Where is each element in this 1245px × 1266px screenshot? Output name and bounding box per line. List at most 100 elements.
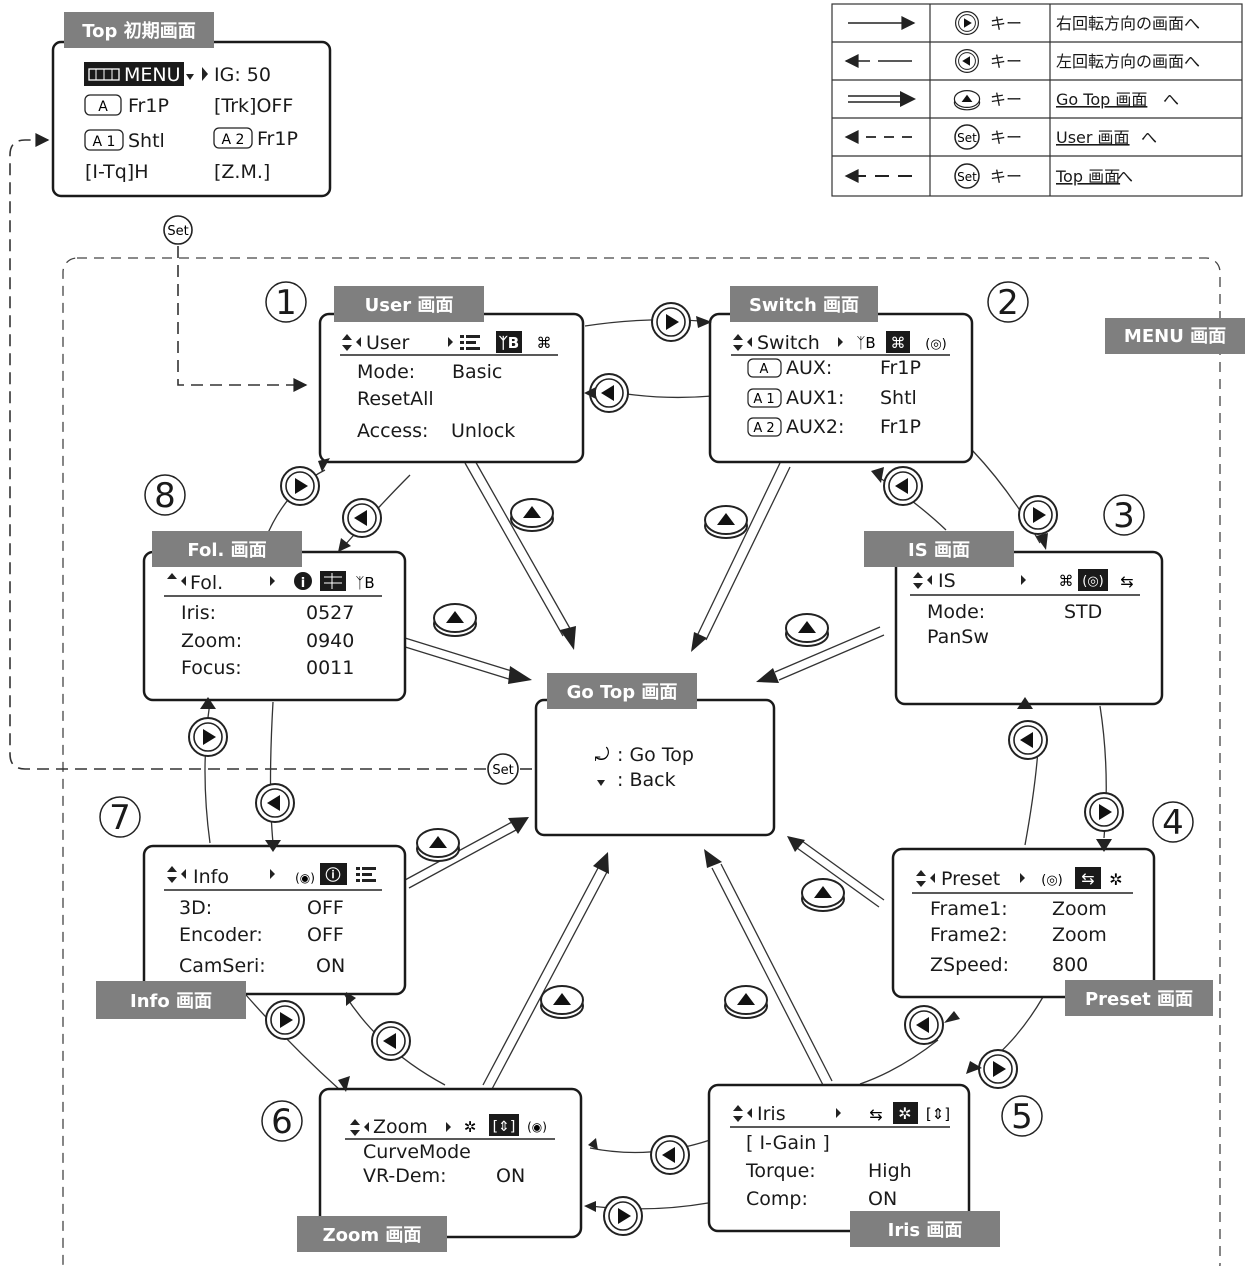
svg-text:Set: Set bbox=[957, 170, 977, 184]
zoom-status-icon: (◉) bbox=[295, 871, 315, 885]
set-key-button[interactable]: Set bbox=[163, 215, 193, 245]
left-button[interactable] bbox=[371, 1021, 411, 1061]
screen-number: 4 bbox=[1152, 801, 1194, 843]
right-button[interactable] bbox=[1084, 792, 1124, 832]
row-value: Fr1P bbox=[880, 357, 921, 379]
user-icon: ᛉB bbox=[856, 334, 875, 352]
right-button[interactable] bbox=[265, 1000, 305, 1040]
row-label: ResetAll bbox=[357, 388, 434, 410]
is-icon: (◎) bbox=[925, 337, 947, 352]
row-label: ZSpeed: bbox=[930, 954, 1009, 976]
left-button[interactable] bbox=[255, 783, 295, 823]
screen-header: User bbox=[366, 332, 409, 354]
row-label: Comp: bbox=[746, 1188, 808, 1210]
row-label: Mode: bbox=[927, 601, 985, 623]
left-key-icon bbox=[954, 48, 980, 74]
left-button[interactable] bbox=[650, 1135, 690, 1175]
legend-arrow-double bbox=[848, 91, 916, 107]
row-label: Mode: bbox=[357, 361, 415, 383]
svg-text:Preset 画面: Preset 画面 bbox=[1085, 989, 1193, 1010]
svg-text:Set: Set bbox=[167, 224, 188, 239]
info-icon bbox=[294, 572, 312, 590]
back-option: : Back bbox=[617, 769, 676, 791]
up-button[interactable] bbox=[416, 828, 460, 862]
menu-label: MENU bbox=[124, 64, 181, 86]
right-button[interactable] bbox=[978, 1049, 1018, 1089]
row-value: ON bbox=[316, 955, 345, 977]
info-screen: 7 Info 画面 Info (◉) ⓘ 3D: OFF Encoder: OF… bbox=[96, 796, 407, 1019]
a-value: Fr1P bbox=[128, 95, 169, 117]
set-key-icon: Set bbox=[954, 163, 980, 189]
set-key-icon: Set bbox=[954, 124, 980, 150]
row-label: Access: bbox=[357, 420, 428, 442]
right-key-icon bbox=[954, 10, 980, 36]
up-button[interactable] bbox=[510, 498, 554, 532]
connector-arrowheads bbox=[200, 316, 1112, 1212]
left-button[interactable] bbox=[1008, 720, 1048, 760]
right-button[interactable] bbox=[1018, 495, 1058, 535]
svg-text:8: 8 bbox=[154, 476, 176, 516]
right-button[interactable] bbox=[651, 302, 691, 342]
row-value: STD bbox=[1064, 601, 1102, 623]
iris-icon: ✲ bbox=[1109, 870, 1122, 889]
updown-icon bbox=[733, 334, 743, 351]
legend-underline-4: User 画面 bbox=[1056, 128, 1130, 147]
row-label: CurveMode bbox=[363, 1141, 471, 1163]
left-button[interactable] bbox=[342, 498, 382, 538]
user-screen: 1 User 画面 User ᛉB ⌘ Mode: Basic ResetAll… bbox=[265, 281, 585, 464]
left-button[interactable] bbox=[883, 466, 923, 506]
right-button[interactable] bbox=[603, 1196, 643, 1236]
svg-text:Go Top 画面: Go Top 画面 bbox=[567, 682, 678, 703]
fol-screen: 8 Fol. 画面 Fol. i ᛉB Iris: 0527 Zoom: 094… bbox=[142, 474, 407, 702]
right-arrow-icon bbox=[836, 1108, 841, 1118]
up-button[interactable] bbox=[801, 878, 845, 912]
preset-icon: ⇆ bbox=[869, 1105, 882, 1124]
right-arrow-icon bbox=[448, 337, 453, 347]
svg-text:6: 6 bbox=[271, 1102, 293, 1142]
up-button[interactable] bbox=[785, 613, 829, 647]
left-button[interactable] bbox=[904, 1005, 944, 1045]
screen-number: 5 bbox=[1001, 1095, 1043, 1137]
is-icon: (◎) bbox=[1041, 873, 1063, 888]
svg-text:Top 初期画面: Top 初期画面 bbox=[82, 20, 195, 42]
svg-text:Set: Set bbox=[957, 131, 977, 145]
up-button[interactable] bbox=[704, 505, 748, 539]
svg-text:MENU 画面: MENU 画面 bbox=[1124, 326, 1226, 347]
up-button[interactable] bbox=[433, 603, 477, 637]
a2-key-box bbox=[213, 127, 253, 149]
set-key-button[interactable]: Set bbox=[487, 753, 519, 785]
svg-text:Info 画面: Info 画面 bbox=[130, 991, 212, 1012]
row-label: Focus: bbox=[181, 657, 242, 679]
go-top-screen: Go Top 画面 ⤾ : Go Top : Back bbox=[534, 673, 776, 837]
iris-icon: ✲ bbox=[464, 1118, 477, 1136]
row-label: CamSeri: bbox=[179, 955, 266, 977]
legend-desc-1: 右回転方向の画面へ bbox=[1056, 14, 1200, 33]
screen-header: Preset bbox=[941, 868, 1000, 890]
legend-desc-3: へ bbox=[1163, 90, 1179, 109]
up-button[interactable] bbox=[540, 985, 584, 1019]
row-value: Fr1P bbox=[880, 416, 921, 438]
down-arrow-icon bbox=[186, 74, 194, 80]
updown-icon bbox=[350, 1119, 360, 1136]
right-button[interactable] bbox=[188, 717, 228, 757]
zoom-icon: [⇕] bbox=[493, 1119, 516, 1135]
switch-screen-tag: Switch 画面 bbox=[730, 286, 878, 322]
left-arrow-icon bbox=[181, 576, 186, 586]
screen-header: Fol. bbox=[190, 572, 223, 594]
top-screen: Top 初期画面 MENU IG: 50 A Fr1P [Trk]OFF A 1… bbox=[51, 12, 332, 198]
row-value: Zoom bbox=[1052, 898, 1107, 920]
svg-text:7: 7 bbox=[109, 798, 131, 838]
svg-text:5: 5 bbox=[1011, 1097, 1033, 1137]
row-label: Iris: bbox=[181, 602, 216, 624]
row-value: High bbox=[868, 1160, 912, 1182]
a-key-label: A bbox=[98, 99, 108, 115]
row-value: 0940 bbox=[306, 630, 354, 652]
top-screen-tag: Top 初期画面 bbox=[64, 12, 214, 48]
switch-icon: ⌘ bbox=[891, 334, 906, 352]
screen-number: 7 bbox=[99, 796, 141, 838]
key-label: A 1 bbox=[753, 392, 774, 407]
up-button[interactable] bbox=[724, 985, 768, 1019]
info-icon: ⓘ bbox=[325, 866, 340, 884]
right-button[interactable] bbox=[280, 466, 320, 506]
